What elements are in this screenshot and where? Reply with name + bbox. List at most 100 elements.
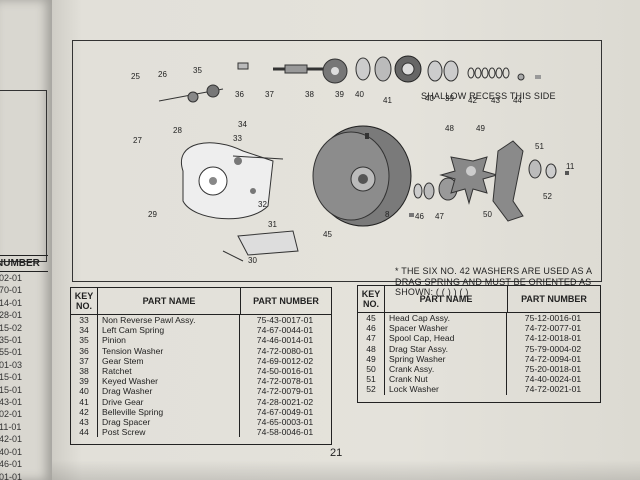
part-name-cell: Drag Star Assy. xyxy=(385,343,507,354)
left-page-row: 002-01 xyxy=(0,273,23,283)
part-label: 32 xyxy=(258,200,267,209)
left-page-row: 070-01 xyxy=(0,285,23,296)
part-number-cell: 75-20-0018-01 xyxy=(524,363,582,374)
part-label: 41 xyxy=(383,96,392,105)
part-number-cell: 74-67-0049-01 xyxy=(256,406,314,417)
part-label: 51 xyxy=(535,142,544,151)
part-label: 38 xyxy=(305,90,314,99)
left-page-row: 042-01 xyxy=(0,434,23,445)
part-number-cell: 74-72-0078-01 xyxy=(256,376,314,387)
part-number-cell: 74-65-0003-01 xyxy=(256,416,314,427)
key-header: KEY NO. xyxy=(71,288,98,314)
key-cell: 33 xyxy=(71,315,98,326)
key-cell: 46 xyxy=(358,323,385,334)
key-cell: 39 xyxy=(71,376,98,387)
left-page-row: 043-01 xyxy=(0,397,23,408)
left-page-rows: 002-01070-01014-01028-01015-02035-01055-… xyxy=(0,272,48,480)
part-label: 31 xyxy=(268,220,277,229)
part-label: 26 xyxy=(158,70,167,79)
part-label: 30 xyxy=(248,256,257,265)
left-page-row: 002-01 xyxy=(0,409,23,420)
part-label: 8 xyxy=(385,210,390,219)
key-cell: 44 xyxy=(71,427,98,438)
key-cell: 52 xyxy=(358,384,385,395)
part-label: 37 xyxy=(265,90,274,99)
part-label: 46 xyxy=(415,212,424,221)
key-cell: 34 xyxy=(71,325,98,336)
part-number-cell: 74-67-0044-01 xyxy=(256,325,314,336)
key-cell: 38 xyxy=(71,365,98,377)
part-name-cell: Belleville Spring xyxy=(98,406,240,417)
part-name-cell: Ratchet xyxy=(98,365,240,377)
part-name-cell: Drag Spacer xyxy=(98,416,240,428)
part-label: 27 xyxy=(133,136,142,145)
part-label: 50 xyxy=(483,210,492,219)
part-number-cell: 74-40-0024-01 xyxy=(524,374,582,385)
part-number-cell: 75-12-0016-01 xyxy=(524,313,582,323)
part-name-cell: Pinion xyxy=(98,335,240,346)
part-label: 11 xyxy=(566,162,575,171)
part-label: 28 xyxy=(173,126,182,135)
key-header: KEY NO. xyxy=(358,286,385,312)
part-name-cell: Spool Cap, Head xyxy=(385,333,507,344)
name-header: PART NAME xyxy=(98,288,241,314)
head-cap xyxy=(312,125,412,227)
part-number-cell: 74-72-0021-01 xyxy=(524,384,582,395)
key-cell: 47 xyxy=(358,333,385,344)
part-number-cell: 74-72-0077-01 xyxy=(524,323,582,334)
part-label: 45 xyxy=(323,230,332,239)
part-label: 47 xyxy=(435,212,444,221)
part-name-cell: Crank Assy. xyxy=(385,363,507,375)
part-number-cell: 74-58-0046-01 xyxy=(256,427,314,438)
left-page-row: 014-01 xyxy=(0,297,23,308)
side-plate xyxy=(180,142,299,262)
left-page-row: 001-01 xyxy=(0,471,23,480)
part-name-cell: Keyed Washer xyxy=(98,376,240,387)
washer-note: * THE SIX NO. 42 WASHERS ARE USED AS A D… xyxy=(395,266,592,297)
part-name-cell: Drag Washer xyxy=(98,386,240,397)
key-cell: 49 xyxy=(358,353,385,364)
exploded-diagram-drawing: 2526353637383940414039424344272834332932… xyxy=(131,55,575,265)
part-label: 52 xyxy=(543,192,552,201)
left-page-frame xyxy=(0,90,47,262)
left-page-row: 040-01 xyxy=(0,446,23,457)
part-label: 48 xyxy=(445,124,454,133)
left-page-row: 015-01 xyxy=(0,372,23,383)
part-label: 39 xyxy=(445,94,454,103)
part-name-cell: Gear Stem xyxy=(98,355,240,366)
part-number-cell: 74-69-0012-02 xyxy=(256,355,314,366)
part-number-cell: 74-46-0014-01 xyxy=(256,335,314,346)
part-name-cell: Crank Nut xyxy=(385,374,507,385)
page-shadow xyxy=(52,460,640,480)
part-label: 40 xyxy=(425,94,434,103)
part-label: 49 xyxy=(476,124,485,133)
key-cell: 51 xyxy=(358,374,385,385)
part-name-cell: Lock Washer xyxy=(385,384,507,395)
part-label: 43 xyxy=(491,96,500,105)
part-name-cell: Post Screw xyxy=(98,427,240,438)
key-cell: 45 xyxy=(358,313,385,324)
part-number-cell: 75-79-0004-02 xyxy=(524,343,582,354)
left-page: NUMBER 002-01070-01014-01028-01015-02035… xyxy=(0,0,52,480)
part-label: 36 xyxy=(235,90,244,99)
part-number-cell: 74-72-0094-01 xyxy=(524,353,582,364)
part-name-cell: Drive Gear xyxy=(98,396,240,407)
part-label: 39 xyxy=(335,90,344,99)
